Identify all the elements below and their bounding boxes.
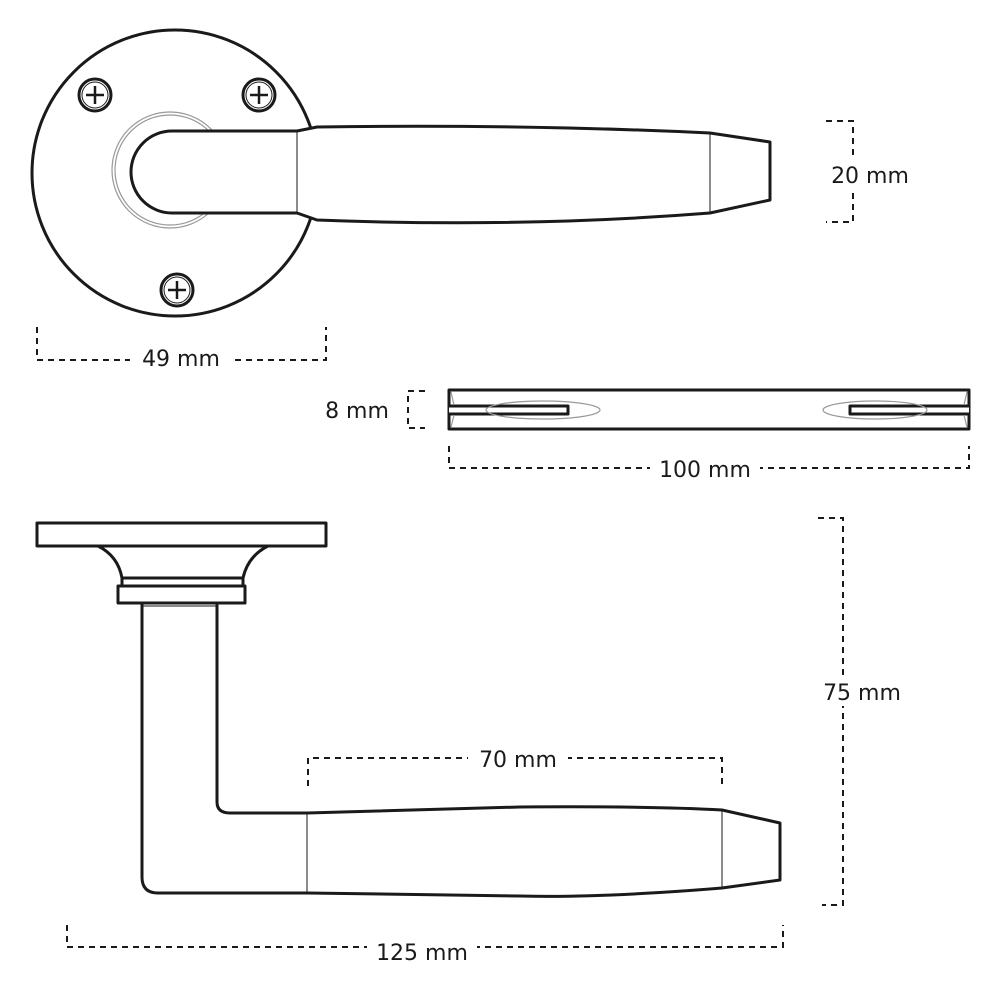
screw-icon — [159, 272, 195, 308]
label-spindle-width: 8 mm — [325, 399, 389, 424]
dimension-rose-diameter: 49 mm — [36, 327, 327, 375]
front-view — [30, 28, 772, 318]
screw-icon — [241, 77, 277, 113]
label-projection: 75 mm — [823, 681, 901, 706]
label-spindle-length: 100 mm — [659, 458, 751, 483]
label-total-length: 125 mm — [376, 941, 468, 966]
dimension-spindle-width: 8 mm — [325, 390, 425, 429]
label-lever-height: 20 mm — [831, 164, 909, 189]
dimension-projection: 75 mm — [818, 517, 901, 906]
dimension-spindle-length: 100 mm — [448, 446, 970, 485]
lever-top — [129, 124, 772, 225]
spindle — [447, 388, 971, 431]
side-view — [35, 521, 782, 898]
dimension-grip-length: 70 mm — [307, 745, 723, 786]
screw-icon — [77, 77, 113, 113]
dimension-total-length: 125 mm — [66, 925, 784, 966]
label-grip-length: 70 mm — [479, 748, 557, 773]
dimension-lever-height: 20 mm — [826, 120, 909, 223]
label-rose-diameter: 49 mm — [142, 347, 220, 372]
